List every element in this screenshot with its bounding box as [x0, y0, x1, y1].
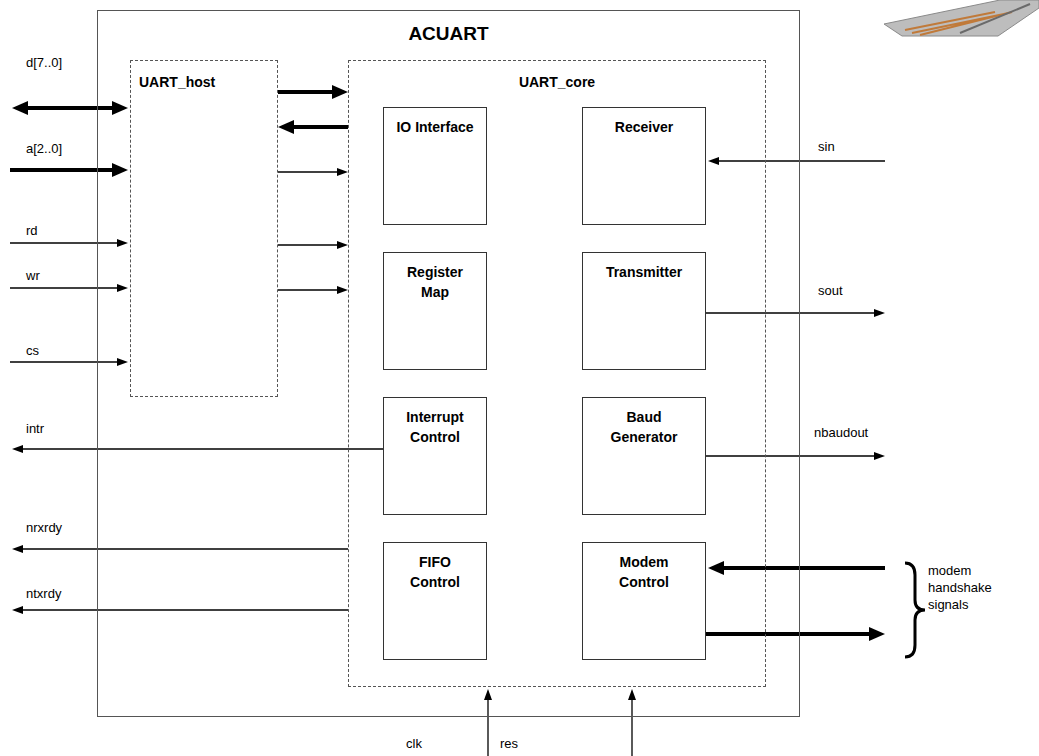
function-box: Modem Control — [582, 542, 706, 660]
ntxrdy-wire — [22, 609, 348, 610]
sout-wire — [706, 312, 875, 313]
function-box: Register Map — [383, 252, 487, 370]
signal-arrow — [278, 289, 338, 290]
block-title: UART_core — [349, 73, 765, 93]
function-name: Baud Generator — [599, 408, 689, 447]
chip-picture — [884, 0, 1039, 36]
signal-arrow — [278, 244, 338, 245]
signal-name: sin — [818, 138, 835, 155]
block-title: ACUART — [98, 21, 799, 48]
function-name: Transmitter — [589, 263, 699, 283]
nrxrdy-wire — [22, 548, 348, 549]
signal-arrow — [278, 171, 338, 172]
wr-wire — [10, 287, 118, 288]
function-name: Register Map — [396, 263, 474, 302]
clk-wire — [487, 699, 488, 756]
sin-wire — [718, 160, 885, 161]
core-block: UART_core IO Interface ReceiverRegister Ma… — [348, 60, 766, 687]
signal-name: clk — [406, 735, 422, 752]
intr-wire — [22, 448, 383, 449]
block-title: UART_host — [139, 73, 277, 93]
signal-name: modem handshake signals — [928, 562, 1000, 613]
function-name: Interrupt Control — [395, 408, 475, 447]
signal-name: d[7..0] — [26, 54, 62, 71]
signal-name: rd — [26, 222, 38, 239]
signal-name: sout — [818, 282, 843, 299]
function-box: IO Interface — [383, 107, 487, 225]
wire-group — [10, 108, 925, 756]
function-box: Receiver — [582, 107, 706, 225]
function-box: Transmitter — [582, 252, 706, 370]
function-box: Interrupt Control — [383, 397, 487, 515]
signal-name: nbaudout — [814, 424, 868, 441]
modem-in-wire — [723, 566, 885, 570]
signal-name: ntxrdy — [26, 585, 61, 602]
data-bus-wire — [27, 106, 113, 110]
signal-name: a[2..0] — [26, 140, 62, 157]
modem-out-wire — [706, 632, 870, 636]
function-name: Modem Control — [599, 553, 689, 592]
signal-name: nrxrdy — [26, 519, 62, 536]
cs-wire — [10, 361, 118, 362]
bus-arrow — [293, 125, 348, 129]
signal-name: intr — [26, 420, 44, 437]
rd-wire — [10, 242, 118, 243]
function-name: Receiver — [589, 118, 699, 138]
system-box: ACUART UART_host UART_core IO Interface Rece… — [97, 10, 800, 717]
host-block: UART_host — [130, 60, 278, 397]
brace — [905, 563, 925, 657]
function-name: IO Interface — [385, 118, 485, 138]
res-wire — [631, 699, 632, 756]
function-box: FIFO Control — [383, 542, 487, 660]
nbaudout-wire — [706, 455, 875, 456]
signal-name: res — [500, 735, 518, 752]
bus-arrow — [278, 90, 333, 94]
function-name: FIFO Control — [396, 553, 474, 592]
function-box: Baud Generator — [582, 397, 706, 515]
signal-name: cs — [26, 342, 39, 359]
signal-name: wr — [26, 267, 40, 284]
